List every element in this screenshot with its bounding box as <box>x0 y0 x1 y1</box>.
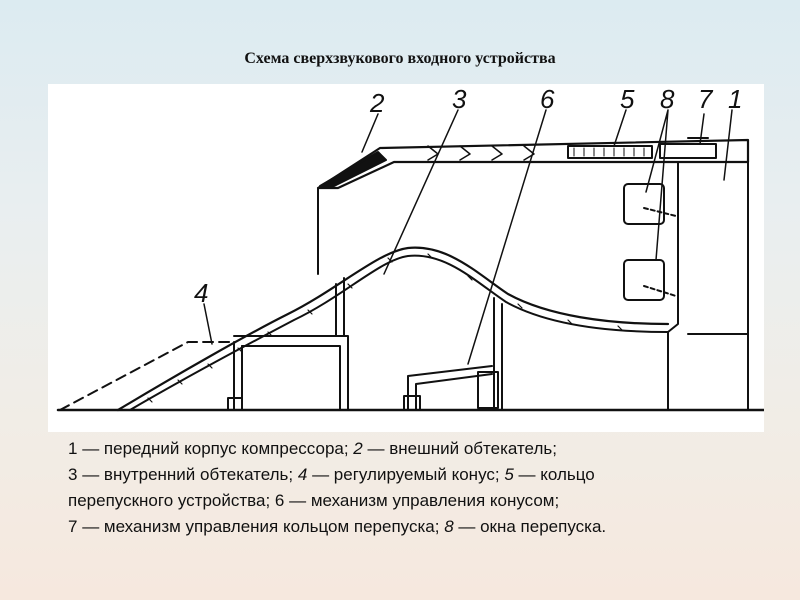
label-2: 2 <box>369 88 385 118</box>
cone-actuator-block <box>477 371 499 409</box>
legend-text: — регулируемый конус; <box>307 465 505 484</box>
cone-dashed-outline <box>59 341 235 411</box>
leader-7 <box>699 113 705 145</box>
inner-body-contour-inner <box>129 254 669 411</box>
leader-4 <box>203 303 213 345</box>
label-8: 8 <box>660 84 675 114</box>
cone-actuator-rod <box>407 365 493 411</box>
legend-number: 6 <box>274 491 285 510</box>
legend-text: — внутренний обтекатель; <box>77 465 298 484</box>
horizontal-support <box>233 335 349 411</box>
ring-hatching <box>573 147 645 157</box>
caption-line-1: 1 — передний корпус компрессора; 2 — вне… <box>68 436 748 462</box>
legend-number: 8 <box>444 517 454 536</box>
legend-number: 7 <box>68 517 78 536</box>
legend-number: 5 <box>504 465 514 484</box>
base-support-mid <box>403 395 421 411</box>
cowl-lip-fill <box>319 151 387 187</box>
contour-hatching <box>147 253 623 403</box>
leader-5 <box>613 109 627 147</box>
slide-title: Схема сверхзвукового входного устройства <box>244 50 556 67</box>
leader-3 <box>383 109 459 275</box>
label-3: 3 <box>452 84 467 114</box>
legend-text: — кольцо <box>513 465 595 484</box>
leader-6 <box>467 109 547 365</box>
legend-caption: 1 — передний корпус компрессора; 2 — вне… <box>68 436 748 540</box>
bypass-ring <box>567 145 653 159</box>
caption-line-3: перепускного устройства; 6 — механизм уп… <box>68 488 748 514</box>
inner-body-contour-outer <box>116 246 670 412</box>
label-5: 5 <box>620 84 635 114</box>
leader-2 <box>361 113 379 153</box>
legend-text: перепускного устройства; <box>68 491 275 510</box>
label-6: 6 <box>540 84 555 114</box>
caption-line-2: 3 — внутренний обтекатель; 4 — регулируе… <box>68 462 748 488</box>
compressor-case-inner <box>667 161 679 411</box>
inlet-diagram-drawing: 2 3 6 5 8 7 1 4 <box>56 84 764 412</box>
legend-number: 4 <box>297 465 308 484</box>
legend-number: 3 <box>68 465 78 484</box>
caption-line-4: 7 — механизм управления кольцом перепуск… <box>68 514 748 540</box>
label-4: 4 <box>194 278 208 308</box>
legend-number: 1 <box>68 439 78 458</box>
legend-text: — передний корпус компрессора; <box>77 439 354 458</box>
bypass-window-lower <box>623 259 665 301</box>
bypass-window-upper <box>623 183 665 225</box>
label-7: 7 <box>698 84 714 114</box>
outer-cowl <box>316 138 750 190</box>
legend-text: — механизм управления конусом; <box>284 491 560 510</box>
inlet-diagram: 2 3 6 5 8 7 1 4 <box>48 84 764 432</box>
ring-actuator <box>659 143 717 159</box>
legend-text: — механизм управления кольцом перепуска; <box>77 517 445 536</box>
leader-8 <box>645 109 669 261</box>
flow-arrow-lower <box>643 285 677 297</box>
legend-number: 2 <box>353 439 363 458</box>
label-1: 1 <box>728 84 742 114</box>
leader-1 <box>723 109 733 181</box>
legend-text: — внешний обтекатель; <box>362 439 557 458</box>
vertical-strut-right <box>493 297 503 411</box>
legend-text: — окна перепуска. <box>453 517 607 536</box>
base-support-left <box>227 397 243 411</box>
vertical-strut-mid <box>335 277 345 337</box>
cowl-frame-marks <box>427 145 535 161</box>
